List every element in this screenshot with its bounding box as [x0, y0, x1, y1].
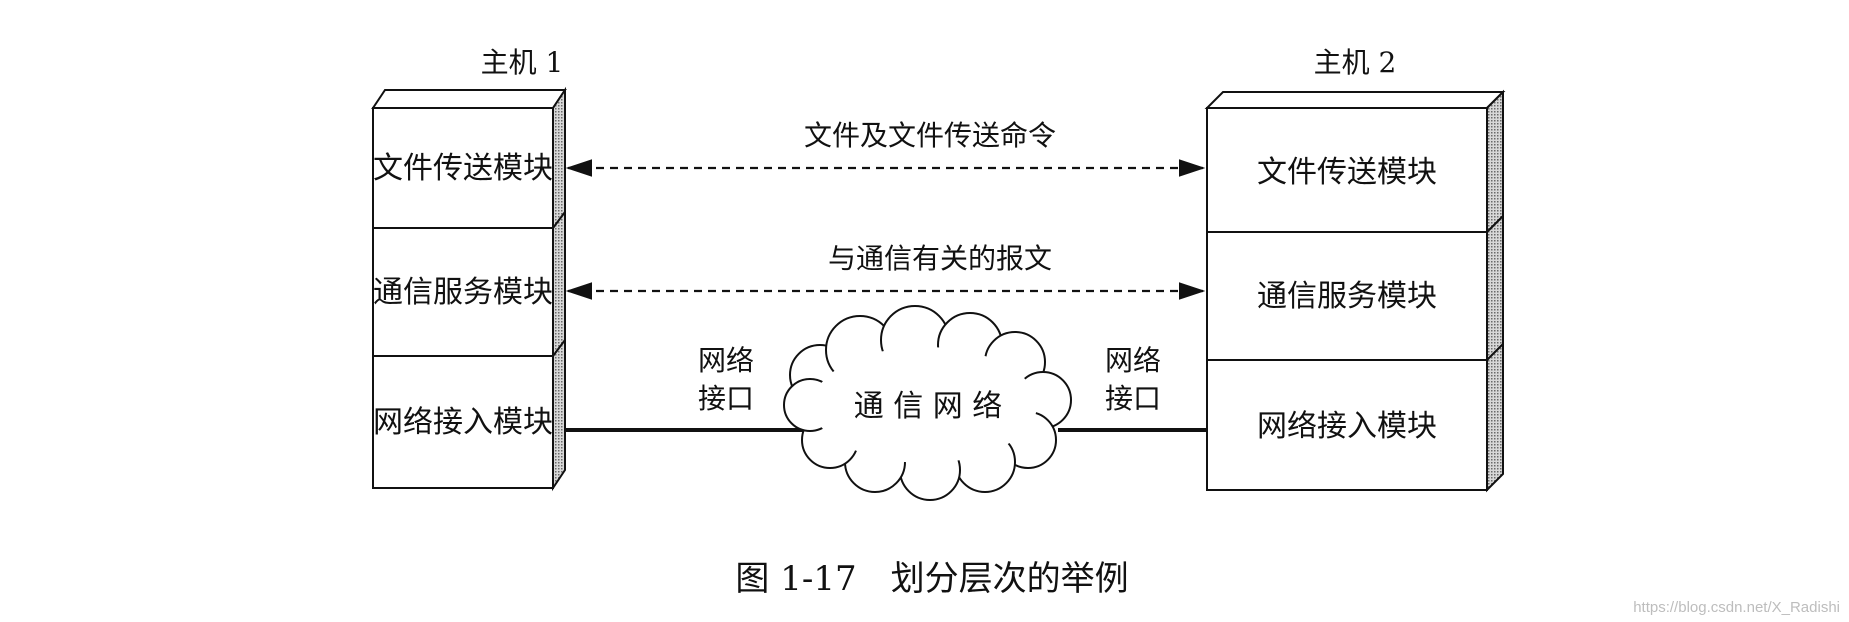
host1-stack: 主机 1 文件传送模块 通信服务模块 网络接入模块: [371, 46, 567, 492]
host2-module-net-access-box: [1206, 359, 1488, 491]
peer-link-file-transfer: 文件及文件传送命令: [565, 119, 1206, 177]
iface-right-line2: 接口: [1105, 382, 1161, 415]
host2-module-file-transfer: 文件传送模块: [1257, 155, 1437, 190]
host2-module-comm-service: 通信服务模块: [1257, 279, 1437, 314]
host2-stack: 主机 2 文件传送模块 通信服务模块 网络接入模块: [1204, 46, 1506, 493]
peer-link-comm-messages: 与通信有关的报文: [565, 242, 1206, 300]
watermark: https://blog.csdn.net/X_Radishi: [1633, 599, 1840, 616]
host1-module-comm-service: 通信服务模块: [373, 275, 553, 310]
figure-caption: 图 1-17 划分层次的举例: [735, 559, 1128, 599]
iface-right-line1: 网络: [1105, 344, 1161, 377]
host2-module-net-access: 网络接入模块: [1257, 409, 1437, 444]
comm-messages-label: 与通信有关的报文: [828, 242, 1052, 275]
host1-module-comm-service-box: [372, 227, 554, 357]
host1-title: 主机 1: [481, 46, 564, 79]
iface-left-line2: 接口: [698, 382, 754, 415]
host1-module-net-access-box: [372, 355, 554, 489]
iface-left-line1: 网络: [698, 344, 754, 377]
host2-module-comm-service-box: [1206, 231, 1488, 361]
file-transfer-label: 文件及文件传送命令: [804, 119, 1056, 152]
host1-module-net-access: 网络接入模块: [373, 405, 553, 440]
host1-module-file-transfer: 文件传送模块: [373, 151, 553, 186]
network-cloud: [783, 305, 1072, 501]
cloud-label: 通 信 网 络: [854, 389, 1003, 424]
host2-module-file-transfer-box: [1206, 107, 1488, 233]
host2-title: 主机 2: [1314, 46, 1397, 79]
host1-module-file-transfer-box: [372, 107, 554, 229]
